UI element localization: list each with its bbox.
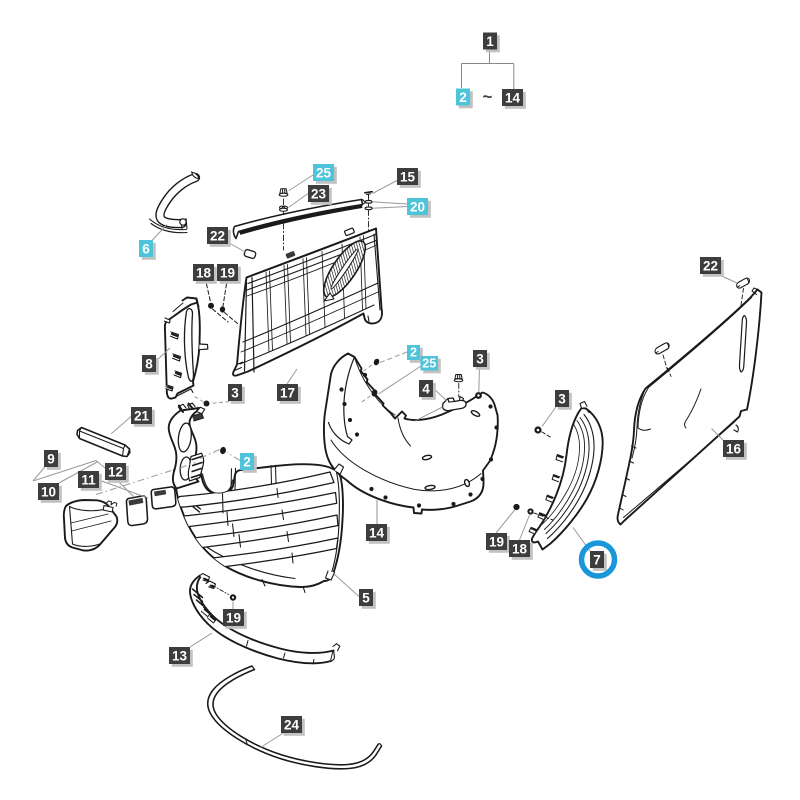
svg-text:9: 9 (47, 451, 55, 466)
svg-text:14: 14 (369, 525, 385, 540)
svg-text:22: 22 (703, 258, 718, 273)
svg-text:13: 13 (172, 648, 188, 663)
svg-text:4: 4 (422, 381, 430, 396)
svg-text:20: 20 (410, 199, 425, 214)
svg-text:3: 3 (558, 391, 566, 406)
svg-text:3: 3 (476, 351, 484, 366)
svg-text:2: 2 (459, 90, 467, 105)
svg-text:2: 2 (243, 454, 251, 469)
svg-text:1: 1 (486, 34, 494, 49)
svg-text:11: 11 (81, 472, 96, 487)
svg-text:12: 12 (108, 464, 123, 479)
svg-text:6: 6 (142, 241, 150, 256)
svg-text:19: 19 (489, 534, 504, 549)
svg-text:23: 23 (311, 186, 327, 201)
svg-text:14: 14 (505, 90, 521, 105)
svg-text:~: ~ (483, 87, 493, 106)
svg-text:17: 17 (280, 385, 295, 400)
svg-text:10: 10 (41, 484, 56, 499)
svg-text:19: 19 (226, 610, 241, 625)
svg-text:3: 3 (231, 385, 239, 400)
svg-text:5: 5 (362, 590, 370, 605)
svg-text:7: 7 (593, 552, 601, 567)
svg-text:24: 24 (284, 717, 300, 732)
svg-text:2: 2 (410, 346, 417, 360)
svg-text:18: 18 (512, 541, 528, 556)
svg-text:15: 15 (400, 169, 416, 184)
svg-text:19: 19 (220, 265, 235, 280)
svg-text:16: 16 (726, 441, 742, 456)
svg-text:22: 22 (210, 228, 225, 243)
svg-text:25: 25 (316, 165, 332, 180)
svg-text:25: 25 (422, 356, 436, 370)
svg-text:8: 8 (145, 356, 153, 371)
svg-text:21: 21 (134, 408, 150, 423)
svg-text:18: 18 (196, 265, 212, 280)
